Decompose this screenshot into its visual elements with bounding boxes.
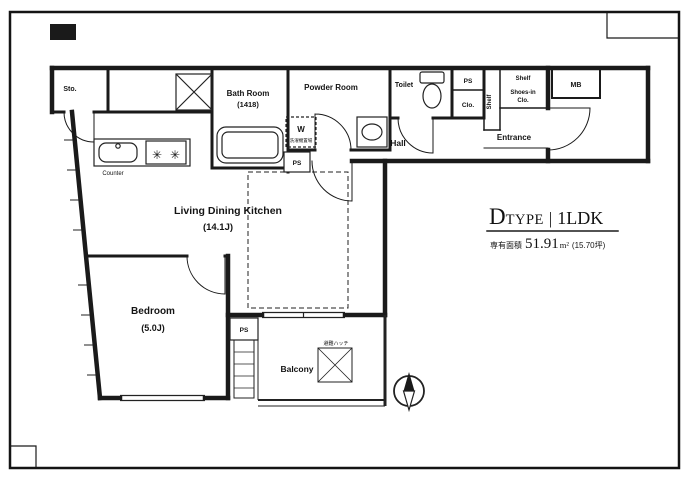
- outer-frame: [8, 10, 681, 470]
- meter-box-label: MB: [571, 82, 582, 89]
- area-unit: m²: [560, 240, 570, 250]
- meter-box: [551, 67, 601, 99]
- room-labels: Sto. Bath Room (1418) Powder Room Toilet…: [63, 76, 581, 374]
- counter-label: Counter: [102, 171, 123, 177]
- hatch-note-label: 避難ハッチ: [323, 340, 348, 347]
- ldk-balcony-window: [262, 311, 345, 319]
- washer-label: W: [297, 125, 305, 134]
- shoes-closet-label-1: Shoes-in: [510, 90, 536, 96]
- plan-title: DTYPE | 1LDK: [489, 204, 603, 229]
- storage-door: [63, 111, 95, 143]
- toilet-door: [397, 117, 434, 154]
- entrance-label: Entrance: [497, 133, 532, 142]
- bedroom-label: Bedroom: [131, 306, 175, 317]
- ps-label-2: PS: [293, 160, 302, 167]
- evacuation-hatch: [317, 347, 353, 383]
- faucet-icon: [115, 143, 121, 149]
- powder-room-label: Powder Room: [304, 83, 358, 92]
- ldk-size-label: (14.1J): [203, 222, 233, 233]
- hall-label: Hall: [390, 138, 406, 148]
- toilet-fixture: [419, 71, 445, 109]
- powder-room-door: [314, 113, 352, 151]
- bedroom-size-label: (5.0J): [141, 323, 165, 333]
- title-type: TYPE: [506, 212, 544, 228]
- shelf-side-label: Shelf: [487, 94, 493, 110]
- duct-ladder: [233, 339, 255, 399]
- frame-step-top-right: [606, 12, 679, 39]
- shelf-top-label: Shelf: [516, 76, 532, 82]
- frame-step-bottom-left: [10, 445, 37, 468]
- title-d: D: [489, 204, 506, 229]
- bedroom-window: [120, 394, 205, 402]
- bedroom-door: [186, 255, 226, 295]
- ps-label-3: PS: [240, 327, 249, 334]
- compass-north-icon: [393, 372, 425, 413]
- interior-walls: [50, 66, 486, 258]
- bath-size-label: (1418): [237, 100, 259, 109]
- ps-label-1: PS: [464, 78, 473, 85]
- kitchen-sink: [98, 142, 138, 163]
- structure-column: [50, 24, 76, 40]
- bath-room-label: Bath Room: [227, 89, 270, 98]
- entrance-door: [547, 107, 591, 151]
- closet-label: Clo.: [462, 102, 474, 109]
- shaft-hatch-square: [175, 73, 213, 111]
- vanity-basin: [356, 116, 388, 148]
- washing-machine-space: [285, 116, 317, 148]
- storage-label: Sto.: [63, 86, 76, 93]
- ldk-label: Living Dining Kitchen: [174, 205, 282, 217]
- kitchen-counter: [93, 138, 191, 167]
- burner-icon-2: ✳: [170, 148, 180, 162]
- burner-icon-1: ✳: [152, 148, 162, 162]
- area-tsubo: (15.70坪): [572, 241, 606, 250]
- ldk-door: [311, 160, 353, 202]
- shoes-closet-label-2: Clo.: [517, 98, 529, 104]
- title-ldk: 1LDK: [557, 208, 603, 228]
- fixtures: [64, 71, 445, 413]
- ceiling-dashed-outline: [247, 171, 349, 309]
- toilet-label: Toilet: [395, 82, 414, 89]
- balcony-label: Balcony: [280, 364, 313, 374]
- area-label: 専有面積: [490, 240, 522, 250]
- doors: [63, 107, 591, 295]
- boundary-ticks: [64, 139, 96, 376]
- stove: [145, 140, 187, 165]
- title-separator: |: [549, 209, 552, 228]
- area-value: 51.91: [525, 236, 559, 252]
- thin-partitions: [451, 67, 601, 149]
- balcony-rail: [257, 315, 387, 407]
- bathtub: [216, 126, 284, 164]
- washer-note-label: 洗濯機置場: [290, 137, 313, 144]
